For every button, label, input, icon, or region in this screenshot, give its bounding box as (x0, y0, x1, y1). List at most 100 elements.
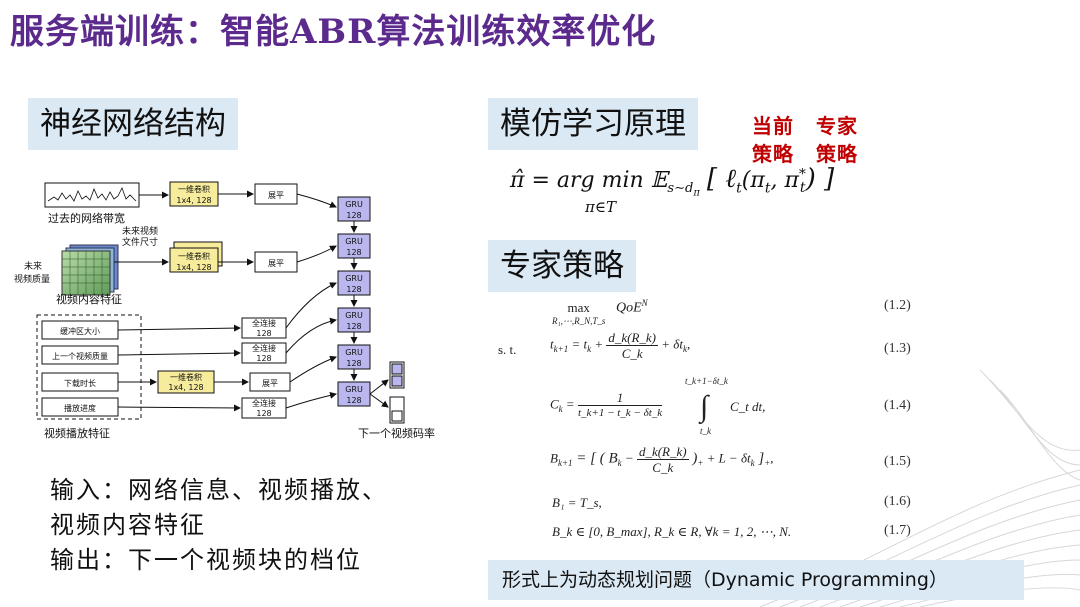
label-future-size-2: 文件尺寸 (122, 236, 158, 248)
eq13-plus: + (591, 336, 607, 352)
eq13-mid: = t (568, 336, 588, 352)
input-buffer: 缓冲区大小 (60, 326, 100, 336)
formula-argmin-sub: π∈T (585, 198, 616, 216)
fc2-label: 全连接 (252, 343, 276, 353)
gru2-params: 128 (346, 248, 361, 257)
gru4-params: 128 (346, 322, 361, 331)
eq13-den: C_k (621, 346, 643, 361)
io-input-line2: 视频内容特征 (50, 511, 206, 539)
eq15-lhs-sub: k+1 (557, 458, 573, 469)
eq13-lhs: t (550, 336, 554, 352)
gru5-label: GRU (345, 348, 363, 357)
eq14-lhs-sub: k (558, 404, 563, 415)
gru4-label: GRU (345, 311, 363, 320)
eq15-plus-sub: + (697, 458, 704, 469)
eq15-minus: − (621, 450, 637, 466)
expert-label: 专家 (816, 114, 858, 138)
formula-loss-sub: t (736, 180, 742, 197)
label-play-feature: 视频播放特征 (44, 426, 110, 440)
flatten3: 展平 (262, 379, 278, 388)
conv3-params: 1x4, 128 (168, 383, 203, 392)
eq12-sup: N (641, 298, 648, 308)
eq-st: s. t. (498, 342, 517, 357)
label-content-feature: 视频内容特征 (56, 292, 122, 306)
flatten2: 展平 (268, 259, 284, 268)
eq13-mid-sub: k (587, 344, 592, 355)
input-play-progress: 播放进度 (64, 403, 96, 413)
eq14-den: t_k+1 − t_k − δt_k (577, 407, 663, 419)
gru2-label: GRU (345, 237, 363, 246)
gru5-params: 128 (346, 359, 361, 368)
eq-number-15: (1.5) (884, 454, 911, 469)
gru3-label: GRU (345, 274, 363, 283)
eq-number-14: (1.4) (884, 398, 911, 413)
eq14-eq: = (562, 396, 578, 412)
fc1-label: 全连接 (252, 318, 276, 328)
formula-expect-sub: s∼d (667, 181, 694, 197)
label-future-size-1: 未来视频 (122, 225, 158, 237)
section-imitation-title: 模仿学习原理 (488, 98, 698, 150)
formula-loss: [ ℓ (706, 164, 737, 194)
eq12: max R₁,⋯,R_N,T_s (552, 300, 605, 326)
eq15-close: ) (688, 450, 698, 467)
current-label-2: 策略 (752, 142, 794, 166)
eq-number-13: (1.3) (884, 341, 911, 356)
section-expert-title: 专家策略 (488, 240, 636, 292)
eq15-frac: d_k(R_k)C_k (636, 444, 689, 475)
eq13-num: d_k(R_k) (606, 330, 659, 346)
eq14-integral: ∫ (700, 390, 709, 423)
eq-number-16: (1.6) (884, 494, 911, 509)
formula-mid: , π (770, 168, 799, 193)
eq16: B₁ = T_s, (552, 495, 602, 510)
eq-number-12: (1.2) (884, 298, 911, 313)
formula-args-sub: t (764, 180, 771, 197)
eq15-rest: + L − δt (703, 450, 751, 466)
fc3-params: 128 (256, 409, 271, 418)
conv2-label: 一维卷积 (178, 251, 210, 261)
eq14-num: 1 (577, 390, 663, 406)
label-future-quality-2: 视频质量 (14, 273, 50, 285)
policy-label-current: 当前 策略 (752, 112, 794, 168)
io-output-line: 输出：下一个视频块的档位 (50, 546, 362, 574)
eq13-lhs-sub: k+1 (553, 344, 569, 355)
eq15: Bk+1 = [ ( Bk − d_k(R_k)C_k )+ + L − δtk… (550, 444, 774, 475)
eq15-end-sub: + (764, 458, 771, 469)
io-input-line1: 输入：网络信息、视频播放、 (50, 476, 388, 504)
fc2-params: 128 (256, 354, 271, 363)
eq13-end: + δt (658, 336, 683, 352)
formula-mid-sub: t (799, 180, 806, 197)
eq12-max-sub: R₁,⋯,R_N,T_s (552, 316, 606, 326)
gru1-params: 128 (346, 211, 361, 220)
formula-lhs: π̂ = arg min 𝔼 (510, 168, 668, 193)
dp-note: 形式上为动态规划问题（Dynamic Programming） (488, 560, 1024, 600)
input-last-quality: 上一个视频质量 (52, 351, 108, 361)
gru3-params: 128 (346, 285, 361, 294)
imitation-formula: π̂ = arg min 𝔼s∼dπ [ ℓt(πt, π*t) ] (510, 164, 834, 199)
gru6-label: GRU (345, 385, 363, 394)
expert-label-2: 策略 (816, 142, 858, 166)
gru1-label: GRU (345, 200, 363, 209)
eq17: B_k ∈ [0, B_max], R_k ∈ R, ∀k = 1, 2, ⋯,… (552, 524, 792, 539)
eq15-bk-sub: k (617, 458, 622, 469)
conv3-label: 一维卷积 (170, 372, 202, 382)
eq13-end-sub: k (682, 344, 687, 355)
label-next-bitrate: 下一个视频码率 (358, 426, 435, 440)
eq14-int-top: t_k+1−δt_k (685, 376, 728, 386)
network-diagram: 过去的网络带宽 一维卷积 1x4, 128 展平 未来视频 文件尺寸 一维卷积 … (14, 181, 435, 440)
eq14-integrand: C_t dt, (730, 399, 766, 414)
conv2-params: 1x4, 128 (176, 263, 211, 272)
eq12-obj: QoEN (616, 298, 648, 317)
formula-expect-subsub: π (693, 187, 700, 199)
eq13-comma: , (686, 336, 691, 352)
page-title: 服务端训练：智能ABR算法训练效率优化 (10, 12, 657, 52)
label-bandwidth: 过去的网络带宽 (48, 211, 125, 225)
formula-mid-sup: * (798, 166, 806, 183)
conv1-label: 一维卷积 (178, 184, 210, 194)
conv1-params: 1x4, 128 (176, 196, 211, 205)
current-label: 当前 (752, 114, 794, 138)
eq14-lhs: C (550, 396, 559, 412)
flatten1: 展平 (268, 191, 284, 200)
eq12-max: max (567, 300, 590, 315)
